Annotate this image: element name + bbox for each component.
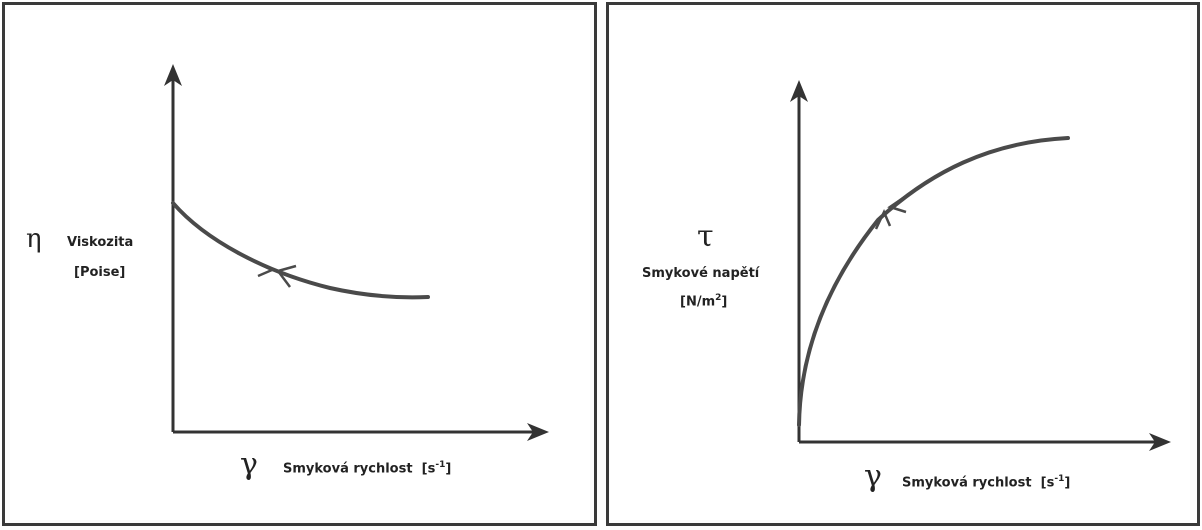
right-curve-arrow-down [887, 194, 907, 214]
left-curve-arrow-back [275, 264, 297, 288]
right-curve-arrow-up [874, 208, 892, 230]
left-y-label: Viskozita [67, 235, 134, 250]
left-curve-arrow-forward [254, 260, 276, 278]
viscosity-panel [2, 2, 597, 526]
shear-stress-panel [606, 2, 1200, 526]
right-y-unit: [N/m2] [680, 293, 728, 310]
right-y-label: Smykové napětí [642, 266, 760, 281]
left-y-axis-arrowhead [164, 64, 182, 86]
right-x-axis-arrowhead [1149, 433, 1171, 451]
left-y-symbol: η [26, 224, 42, 254]
left-viscosity-curve [171, 201, 430, 300]
left-x-symbol: γ [240, 447, 258, 482]
right-x-symbol: γ [864, 459, 882, 494]
left-x-axis-arrowhead [527, 423, 549, 441]
right-x-label: Smyková rychlost [s-1] [902, 474, 1071, 491]
left-x-label: Smyková rychlost [s-1] [283, 460, 452, 477]
right-y-symbol: τ [697, 219, 714, 254]
right-shear-stress-curve [797, 136, 1070, 427]
left-y-unit: [Poise] [74, 265, 126, 280]
right-y-axis-arrowhead [790, 80, 808, 102]
